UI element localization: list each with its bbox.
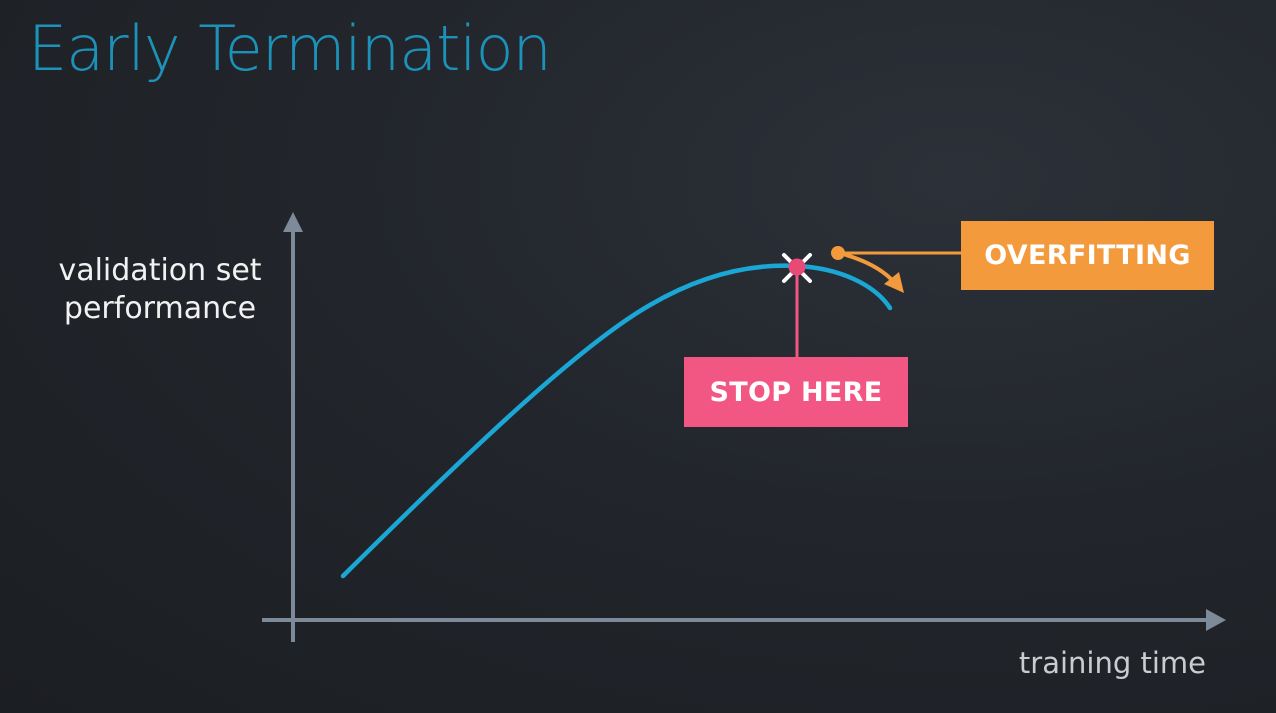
overfitting-label: OVERFITTING [961, 221, 1214, 290]
y-axis-label-line-1: validation set [58, 253, 262, 288]
stop-here-label: STOP HERE [684, 357, 908, 427]
overfitting-anchor-dot [831, 246, 845, 260]
y-axis-label-line-2: performance [63, 291, 257, 326]
stop-marker [782, 253, 812, 283]
overfitting-trend-arrow-icon [844, 253, 904, 293]
stop-point [788, 258, 806, 276]
y-axis-arrowhead [283, 212, 303, 232]
slide-title: Early Termination [28, 12, 552, 85]
x-axis-label: training time [1018, 646, 1206, 680]
validation-performance-curve [340, 263, 893, 579]
y-axis-label: validation set performance [40, 252, 280, 328]
x-axis-arrowhead [1206, 609, 1226, 631]
